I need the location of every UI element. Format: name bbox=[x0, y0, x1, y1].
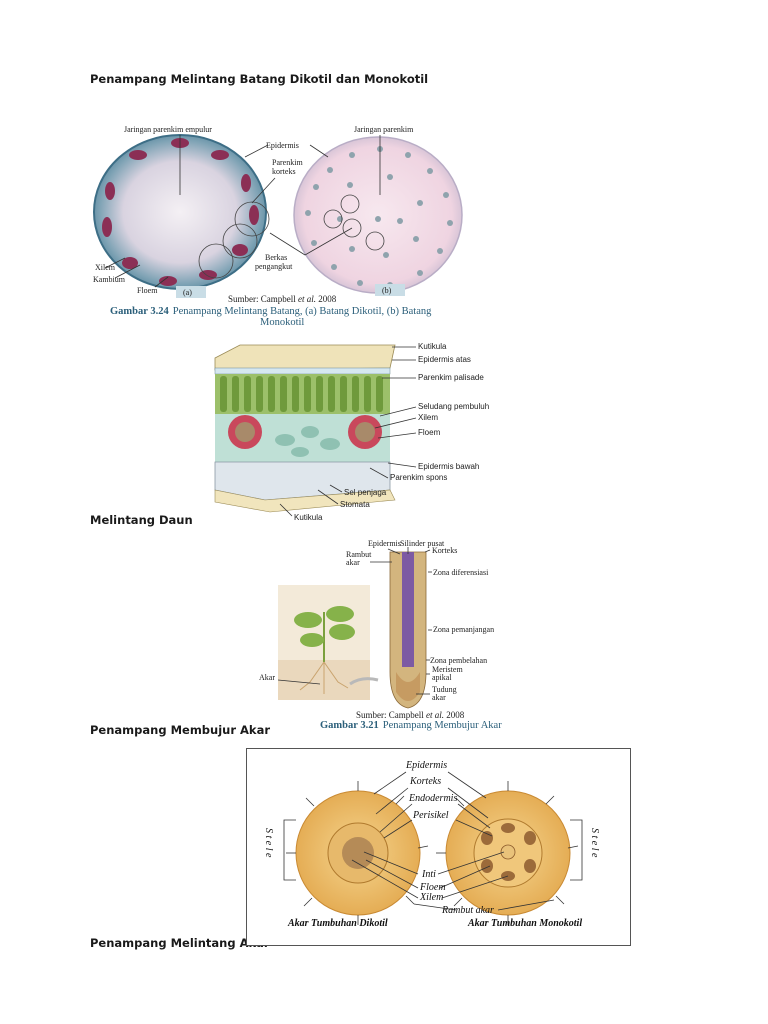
root-label-korteks: Korteks bbox=[432, 546, 457, 555]
leaf-label-sel-penjaga: Sel penjaga bbox=[344, 488, 387, 497]
stem-cross-section-figure: Jaringan parenkim empulur Epidermis Pare… bbox=[93, 125, 463, 328]
xroot-label-endodermis: Endodermis bbox=[408, 793, 457, 804]
leaf-label-xilem: Xilem bbox=[418, 413, 438, 422]
root-label-zona-pemanjangan: Zona pemanjangan bbox=[433, 625, 494, 634]
root-label-meristem-2: apikal bbox=[432, 673, 452, 682]
heading-root-longitudinal: Penampang Membujur Akar bbox=[90, 723, 271, 737]
leaf-cross-section-figure: Kutikula Epidermis atas Parenkim palisad… bbox=[214, 342, 489, 522]
root-cross-section-figure: Epidermis Korteks Endodermis Perisikel I… bbox=[246, 748, 631, 946]
root-label-akar: Akar bbox=[259, 673, 275, 682]
label-epidermis: Epidermis bbox=[266, 141, 299, 150]
leaf-label-parenkim-spons: Parenkim spons bbox=[390, 473, 447, 482]
stem-source: Sumber: Campbell et al. 2008 bbox=[228, 294, 337, 304]
monocot-root-section bbox=[436, 781, 579, 925]
vascular-bundle-left bbox=[228, 415, 262, 449]
root-label-silinder-pusat: Silinder pusat bbox=[400, 539, 445, 548]
heading-leaf: Melintang Daun bbox=[90, 513, 193, 527]
xroot-label-epidermis: Epidermis bbox=[405, 760, 447, 771]
leaf-label-floem: Floem bbox=[418, 428, 441, 437]
xroot-label-perisikel: Perisikel bbox=[412, 810, 449, 821]
label-parenkim-korteks-2: korteks bbox=[272, 167, 296, 176]
root-label-rambut-1: Rambut bbox=[346, 550, 372, 559]
xroot-label-xilem: Xilem bbox=[419, 892, 443, 903]
label-jaringan-parenkim-empulur: Jaringan parenkim empulur bbox=[124, 125, 212, 134]
leaf-label-kutikula-top: Kutikula bbox=[418, 342, 447, 351]
label-berkas-1: Berkas bbox=[265, 253, 287, 262]
leaf-label-seludang-pembuluh: Seludang pembuluh bbox=[418, 402, 489, 411]
xroot-label-floem: Floem bbox=[419, 882, 446, 893]
monocot-stem-section bbox=[293, 136, 463, 294]
root-label-tudung-1: Tudung bbox=[432, 685, 457, 694]
root-longitudinal-figure: Epidermis Silinder pusat Korteks Rambut … bbox=[259, 539, 502, 731]
root-label-zona-diferensiasi: Zona diferensiasi bbox=[433, 568, 489, 577]
root-long-source: Sumber: Campbell et al. 2008 bbox=[356, 710, 465, 720]
xroot-label-korteks: Korteks bbox=[409, 776, 441, 787]
label-floem: Floem bbox=[137, 286, 158, 295]
label-xilem: Xilem bbox=[95, 263, 116, 272]
root-label-meristem-1: Meristem bbox=[432, 665, 463, 674]
xroot-label-dikotil: Akar Tumbuhan Dikotil bbox=[287, 918, 388, 929]
xroot-label-inti: Inti bbox=[421, 869, 436, 880]
palisade-layer bbox=[215, 374, 390, 414]
label-parenkim-korteks-1: Parenkim bbox=[272, 158, 303, 167]
label-panel-a: (a) bbox=[183, 288, 192, 297]
xroot-label-monokotil: Akar Tumbuhan Monokotil bbox=[467, 918, 582, 929]
xroot-label-stele-left: S t e l e bbox=[263, 828, 274, 858]
leaf-label-stomata: Stomata bbox=[340, 500, 370, 509]
label-jaringan-parenkim: Jaringan parenkim bbox=[354, 125, 414, 134]
root-label-rambut-2: akar bbox=[346, 558, 360, 567]
label-kambium: Kambium bbox=[93, 275, 126, 284]
label-panel-b: (b) bbox=[382, 286, 392, 295]
vascular-bundle-right bbox=[348, 415, 382, 449]
root-label-zona-pembelahan: Zona pembelahan bbox=[430, 656, 487, 665]
heading-stem: Penampang Melintang Batang Dikotil dan M… bbox=[90, 72, 429, 86]
stem-caption-line2: Monokotil bbox=[260, 317, 304, 328]
heading-root-cross: Penampang Melintang Akar bbox=[90, 936, 270, 950]
root-label-epidermis: Epidermis bbox=[368, 539, 401, 548]
label-berkas-2: pengangkut bbox=[255, 262, 293, 271]
leaf-label-epidermis-bawah: Epidermis bawah bbox=[418, 462, 479, 471]
leaf-label-epidermis-atas: Epidermis atas bbox=[418, 355, 471, 364]
seedling-icon bbox=[294, 606, 355, 694]
root-label-tudung-2: akar bbox=[432, 693, 446, 702]
leaf-label-kutikula-bottom: Kutikula bbox=[294, 513, 323, 522]
leaf-label-parenkim-palisade: Parenkim palisade bbox=[418, 373, 484, 382]
xroot-label-rambut-akar: Rambut akar bbox=[441, 905, 494, 916]
xroot-label-stele-right: S t e l e bbox=[589, 828, 600, 858]
root-longitudinal-section bbox=[389, 551, 427, 709]
dicot-root-section bbox=[286, 781, 429, 925]
